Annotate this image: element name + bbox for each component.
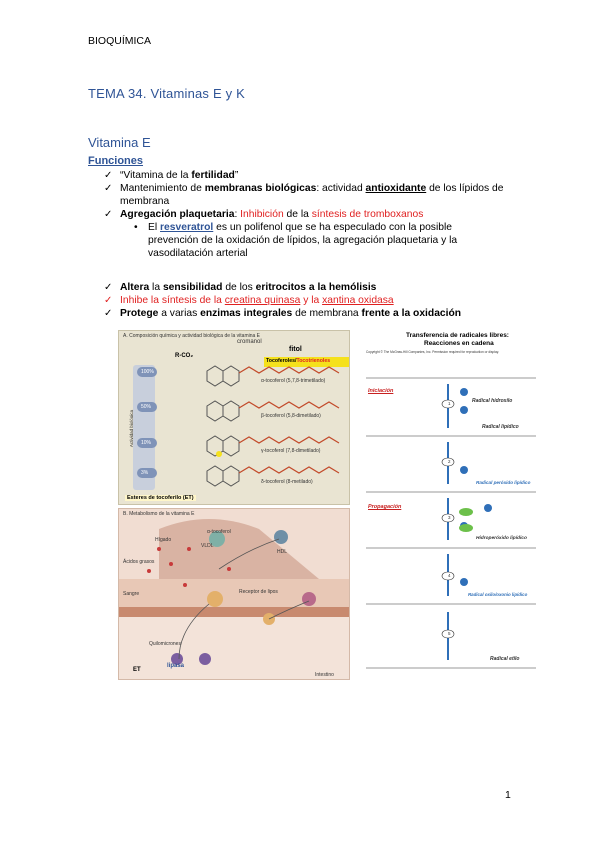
- axis-bar: [133, 365, 155, 490]
- step-number: 5: [448, 631, 451, 636]
- checkmark-icon: ✓: [104, 295, 113, 306]
- diagram-label: Quilomicrones: [149, 641, 181, 647]
- checkmark-icon: ✓: [104, 183, 113, 194]
- diagram-label: Receptor de lipos: [239, 589, 278, 595]
- structure-row: [137, 435, 340, 457]
- radical-label: Radical hidroxilo: [472, 398, 513, 404]
- list-subitem: • El resveratrol es un polifenol que se …: [134, 222, 458, 259]
- copyright-note: Copyright © The McGraw-Hill Companies, I…: [366, 350, 499, 354]
- list-item: ✓ Agregación plaquetaria: Inhibición de …: [104, 209, 424, 220]
- diagram-label: Ácidos grasos: [123, 559, 155, 565]
- radical-label: Radical lipídico: [482, 424, 519, 430]
- diagram-label: HDL: [277, 549, 288, 555]
- list-item: ✓ Altera la sensibilidad de los eritroci…: [104, 282, 377, 293]
- list-item: ✓ Mantenimiento de membranas biológicas:…: [104, 183, 504, 207]
- molecule-structures: [133, 365, 340, 490]
- checkmark-icon: ✓: [104, 282, 113, 293]
- panel-chain-reactions: Transferencia de radicales libres: Reacc…: [364, 330, 538, 680]
- functions-list: ✓ “Vitamina de la fertilidad” ✓ Mantenim…: [104, 169, 504, 260]
- list-item: ✓ “Vitamina de la fertilidad”: [104, 170, 239, 181]
- panel-composition: A. Composición química y actividad bioló…: [118, 330, 350, 505]
- activity-pct: 100%: [141, 369, 154, 375]
- metabolism-diagram: [119, 519, 349, 679]
- diagram-label: α-tocoferol: [207, 529, 231, 535]
- vitamin-e-figure: A. Composición química y actividad bioló…: [118, 330, 538, 680]
- panel-metabolism: B. Metabolismo de la vitamina E α-tocofe…: [118, 508, 350, 680]
- section-title: Vitamina E: [88, 135, 151, 150]
- lipasa-label: lipasa: [167, 663, 185, 669]
- fitol-label: fitol: [289, 346, 302, 353]
- checkmark-icon: ✓: [104, 308, 113, 319]
- activity-pct: 3%: [141, 470, 149, 476]
- iniciacion-label: Iniciación: [368, 388, 394, 394]
- list-item: ✓ Inhibe la síntesis de la creatina quin…: [104, 295, 394, 306]
- list-item: ✓ Protege a varias enzimas integrales de…: [104, 308, 462, 319]
- compound-label: α-tocoferol (5,7,8-trimetilado): [261, 378, 326, 384]
- panel-b-title: B. Metabolismo de la vitamina E: [123, 511, 195, 517]
- topic-title: TEMA 34. Vitaminas E y K: [88, 86, 246, 101]
- compound-label: γ-tocoferol (7,8-dimetilado): [261, 448, 321, 454]
- activity-pct: 10%: [141, 440, 152, 446]
- radical-label: Radical oxilo/oxonio lipídico: [468, 592, 528, 597]
- step-number: 4: [448, 573, 451, 578]
- panel-a-title: A. Composición química y actividad bioló…: [123, 333, 261, 339]
- cromanol-label: cromanol: [237, 339, 262, 345]
- radical-label: Radical peróxido lipídico: [476, 480, 531, 485]
- esters-label: Esteres de tocoferilo (ET): [125, 495, 196, 501]
- step-number: 1: [448, 401, 451, 406]
- et-label: ET: [133, 667, 141, 673]
- compound-label: δ-tocoferol (8-metilado): [261, 479, 313, 485]
- checkmark-icon: ✓: [104, 209, 113, 220]
- structure-row: [137, 465, 340, 487]
- diagram-label: Hígado: [155, 537, 172, 543]
- diagram-label: Sangre: [123, 591, 140, 597]
- structure-row: [137, 400, 340, 422]
- bullet-icon: •: [134, 222, 138, 233]
- radical-label: Hidroperóxido lipídico: [476, 536, 527, 541]
- activity-pct: 50%: [141, 404, 152, 410]
- checkmark-icon: ✓: [104, 170, 113, 181]
- step-number: 3: [448, 515, 451, 520]
- document-header: BIOQUÍMICA: [88, 35, 152, 47]
- page-number: 1: [505, 789, 511, 801]
- functions-list-2: ✓ Altera la sensibilidad de los eritroci…: [104, 281, 504, 320]
- propagacion-label: Propagación: [368, 504, 402, 510]
- reaction-chain: [366, 377, 536, 669]
- panel-c-title-2: Reacciones en cadena: [424, 340, 494, 347]
- legend-box: Tocoferoles/Tocotrienoles: [264, 357, 349, 367]
- compound-label: β-tocoferol (5,8-dimetilado): [261, 413, 321, 419]
- panel-c-title-1: Transferencia de radicales libres:: [406, 332, 509, 339]
- diagram-label: VLDL: [201, 543, 214, 549]
- radical-label: Radical etilo: [490, 656, 520, 662]
- structure-row: [137, 365, 340, 387]
- rco-label: R-CO₂: [175, 353, 193, 359]
- diagram-label: Intestino: [315, 672, 334, 678]
- step-number: 2: [448, 459, 451, 464]
- resveratrol-link[interactable]: resveratrol: [160, 222, 214, 233]
- subsection-title: Funciones: [88, 155, 144, 167]
